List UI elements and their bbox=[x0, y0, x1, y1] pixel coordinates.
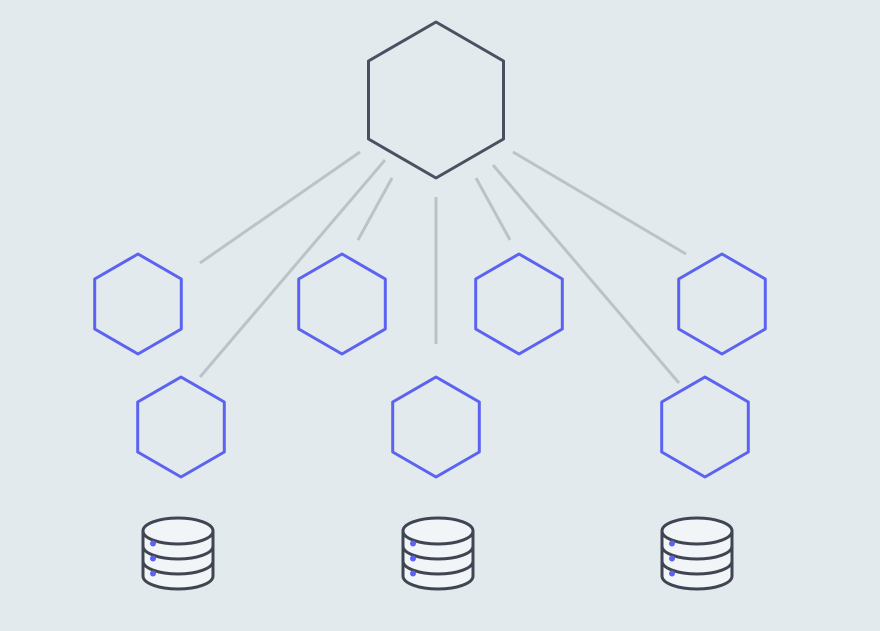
database-band bbox=[660, 545, 734, 561]
connector-line-7 bbox=[512, 150, 687, 256]
service-hexagon-4 bbox=[677, 252, 767, 356]
database-indicator-dot bbox=[410, 540, 416, 547]
database-indicator-dot bbox=[669, 540, 675, 547]
connector-line-3 bbox=[198, 159, 387, 378]
connectors bbox=[198, 150, 687, 384]
service-hexagon-3 bbox=[474, 252, 564, 356]
database-top bbox=[660, 516, 734, 546]
service-hexagon-5 bbox=[136, 375, 226, 479]
database-indicator-dot bbox=[410, 570, 416, 577]
database-indicator-dot bbox=[150, 540, 156, 547]
database-top bbox=[141, 516, 215, 546]
service-hexagon-2 bbox=[297, 252, 387, 356]
connector-line-6 bbox=[491, 164, 681, 384]
database-band bbox=[141, 560, 215, 576]
databases-layer bbox=[141, 516, 734, 591]
database-indicator-dot bbox=[410, 555, 416, 562]
service-hexagon-1 bbox=[93, 252, 183, 356]
database-indicator-dot bbox=[669, 555, 675, 562]
connector-line-2 bbox=[356, 177, 394, 241]
database-indicator-dot bbox=[150, 555, 156, 562]
nodes-layer bbox=[93, 252, 767, 479]
database-top bbox=[401, 516, 475, 546]
connector-line-5 bbox=[474, 177, 512, 241]
database-2 bbox=[401, 516, 475, 591]
root-hexagon bbox=[367, 20, 505, 180]
database-band bbox=[141, 545, 215, 561]
service-hexagon-7 bbox=[660, 375, 750, 479]
database-band bbox=[401, 560, 475, 576]
database-band bbox=[401, 545, 475, 561]
database-1 bbox=[141, 516, 215, 591]
database-indicator-dot bbox=[669, 570, 675, 577]
root-layer bbox=[367, 20, 505, 180]
database-indicator-dot bbox=[150, 570, 156, 577]
database-3 bbox=[660, 516, 734, 591]
connector-line-1 bbox=[199, 150, 361, 265]
database-band bbox=[660, 560, 734, 576]
service-hexagon-6 bbox=[391, 375, 481, 479]
